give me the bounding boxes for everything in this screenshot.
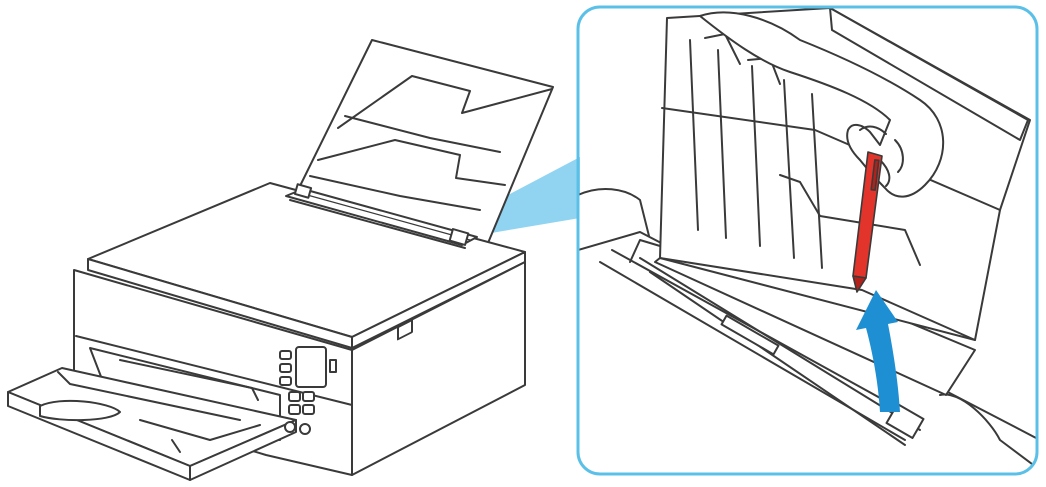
printer-side [351,261,526,476]
printer-icon [7,39,554,481]
operation-panel [279,346,337,435]
curved-up-arrow-icon [856,290,900,412]
pen-icon [852,151,883,293]
output-tray [7,359,297,481]
rear-paper-support [297,39,554,244]
callout-frame [576,5,1039,476]
